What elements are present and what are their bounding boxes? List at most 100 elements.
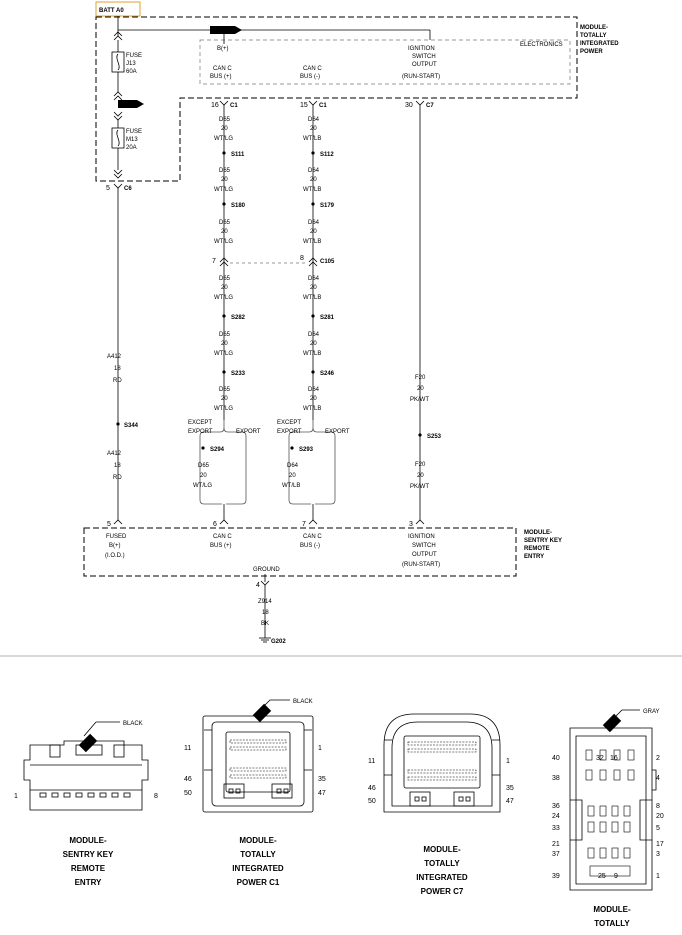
svg-text:(RUN-START): (RUN-START) (402, 74, 440, 80)
splice-s112-dot (311, 151, 315, 155)
connector-c105-right-icon (308, 257, 318, 267)
svg-text:1: 1 (656, 873, 660, 880)
sk-can-minus-label: CAN C BUS (-) (300, 534, 322, 549)
svg-text:J13: J13 (126, 61, 136, 67)
svg-text:20: 20 (310, 177, 317, 183)
c1-connector-color: BLACK (293, 699, 313, 705)
power-arrow-icon (210, 26, 242, 34)
skreem-module-name: MODULE- SENTRY KEY REMOTE ENTRY (524, 530, 562, 560)
svg-text:TOTALLY: TOTALLY (240, 850, 276, 859)
gray-connector-view (569, 709, 657, 891)
svg-text:PK/WT: PK/WT (410, 397, 429, 403)
svg-text:D65: D65 (219, 117, 231, 123)
tip-module-name: MODULE- TOTALLY INTEGRATED POWER (580, 25, 619, 55)
svg-text:5: 5 (656, 825, 660, 832)
svg-text:MODULE-: MODULE- (593, 905, 631, 914)
c105-pin-left: 7 (212, 258, 216, 265)
svg-text:A412: A412 (107, 451, 122, 457)
svg-text:D64: D64 (287, 463, 299, 469)
sk-canp-pin: 6 (213, 521, 217, 528)
svg-text:REMOTE: REMOTE (71, 864, 106, 873)
svg-text:20: 20 (656, 813, 664, 820)
c1-connector-caption: MODULE- TOTALLY INTEGRATED POWER C1 (232, 836, 284, 887)
batt-label: BATT A0 (99, 8, 124, 14)
fuse-j13-label: FUSE J13 60A (126, 53, 142, 75)
svg-text:46: 46 (368, 785, 376, 792)
c1a-name: C1 (230, 103, 238, 109)
svg-text:11: 11 (368, 758, 375, 765)
svg-text:35: 35 (318, 776, 326, 783)
skreem-connector-view (23, 721, 149, 811)
svg-text:18: 18 (114, 463, 121, 469)
svg-text:WT/LB: WT/LB (303, 351, 321, 357)
c7-name: C7 (426, 103, 434, 109)
svg-text:REMOTE: REMOTE (524, 546, 550, 552)
c1b-name: C1 (319, 103, 327, 109)
chevron-up-icon (113, 31, 123, 41)
svg-text:47: 47 (506, 798, 514, 805)
svg-text:WT/LB: WT/LB (303, 187, 321, 193)
svg-text:WT/LB: WT/LB (303, 239, 321, 245)
except-label-d64-1: EXCEPT (277, 420, 301, 426)
svg-text:WT/LG: WT/LG (193, 483, 212, 489)
svg-text:WT/LG: WT/LG (214, 351, 233, 357)
sk-b-pin: 5 (107, 521, 111, 528)
c1-connector-view (202, 699, 314, 813)
svg-text:ENTRY: ENTRY (75, 878, 102, 887)
svg-text:60A: 60A (126, 69, 137, 75)
svg-text:BUS (+): BUS (+) (210, 74, 232, 80)
svg-text:D65: D65 (219, 276, 231, 282)
svg-text:(I.O.D.): (I.O.D.) (105, 553, 125, 559)
chevron-down-icon (113, 169, 123, 179)
splice-s179: S179 (320, 203, 335, 209)
connector-c1a-icon (219, 100, 229, 106)
svg-text:20: 20 (289, 473, 296, 479)
splice-s112: S112 (320, 152, 334, 158)
splice-s344: S344 (124, 423, 139, 429)
sk-can-plus-label: CAN C BUS (+) (210, 534, 232, 549)
svg-text:20: 20 (221, 285, 228, 291)
c7-connector-view (383, 713, 501, 813)
svg-text:WT/LG: WT/LG (214, 187, 233, 193)
svg-text:20: 20 (310, 285, 317, 291)
tip-can-minus-label: CAN C BUS (-) (300, 66, 322, 80)
svg-text:BUS (-): BUS (-) (300, 74, 320, 80)
svg-text:MODULE-: MODULE- (580, 25, 608, 31)
svg-text:WT/LG: WT/LG (214, 136, 233, 142)
svg-text:MODULE-: MODULE- (239, 836, 277, 845)
connector-c7-icon (415, 100, 425, 106)
connector-c105-left-icon (219, 257, 229, 267)
svg-text:POWER C7: POWER C7 (421, 887, 464, 896)
svg-text:20: 20 (310, 229, 317, 235)
svg-text:POWER: POWER (580, 49, 603, 55)
svg-text:D65: D65 (219, 220, 231, 226)
svg-text:18: 18 (114, 366, 121, 372)
svg-text:RD: RD (113, 378, 122, 384)
connector-sk-canp-icon (219, 519, 229, 525)
c1-connector-pins: 11 1 46 35 50 47 (184, 745, 326, 797)
svg-text:D64: D64 (308, 168, 320, 174)
svg-text:35: 35 (506, 785, 514, 792)
svg-text:FUSE: FUSE (126, 129, 142, 135)
svg-text:CAN C: CAN C (213, 66, 232, 72)
svg-text:D64: D64 (308, 276, 320, 282)
svg-text:F20: F20 (415, 375, 426, 381)
splice-s281-dot (311, 314, 315, 318)
sk-gnd-pin: 4 (256, 582, 260, 589)
splice-s111: S111 (231, 152, 245, 158)
svg-text:INTEGRATED: INTEGRATED (416, 873, 468, 882)
svg-text:D64: D64 (308, 332, 320, 338)
svg-text:20: 20 (310, 126, 317, 132)
connector-c6-icon (113, 183, 123, 189)
svg-text:20: 20 (221, 177, 228, 183)
svg-text:1: 1 (506, 758, 510, 765)
splice-s180: S180 (231, 203, 246, 209)
svg-text:D65: D65 (219, 332, 231, 338)
svg-text:WT/LG: WT/LG (214, 295, 233, 301)
